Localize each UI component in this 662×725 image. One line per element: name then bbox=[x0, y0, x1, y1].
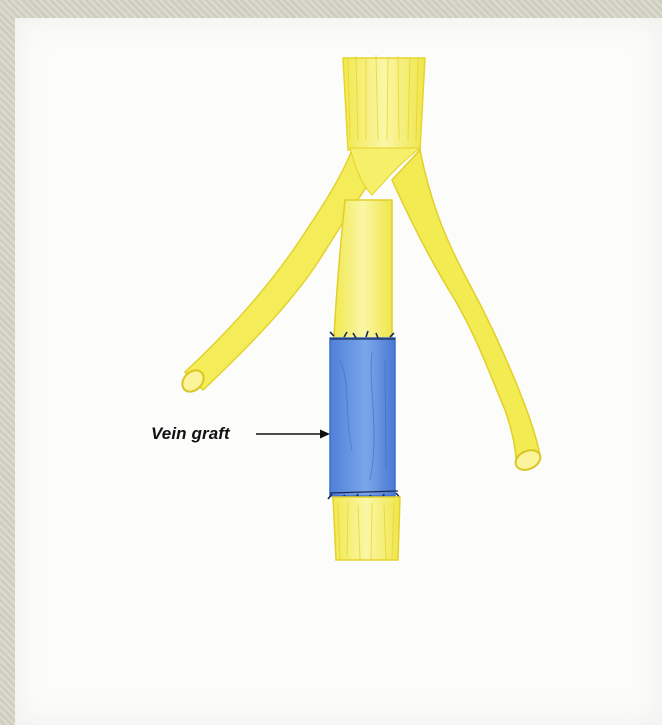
arrow-right-icon bbox=[256, 430, 330, 439]
central-trunk-upper bbox=[334, 200, 392, 338]
vein-graft-label: Vein graft bbox=[151, 424, 230, 444]
trunk-bottom-frayed-end bbox=[333, 497, 400, 560]
right-branch bbox=[392, 150, 540, 458]
trunk-top-frayed-end bbox=[343, 55, 425, 150]
